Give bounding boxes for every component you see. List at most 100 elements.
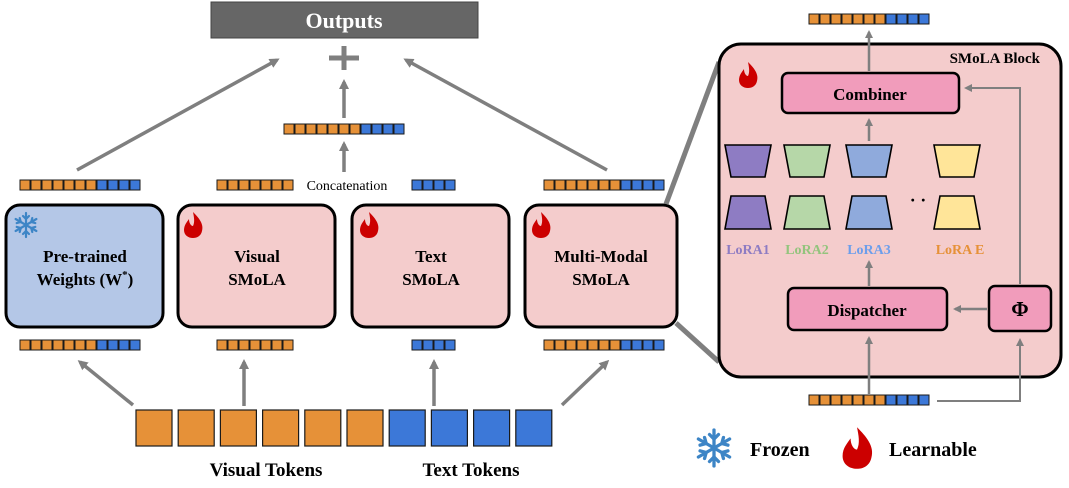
visual-token-cell xyxy=(863,13,875,25)
text-token-cell xyxy=(107,179,119,191)
lora-expert: LoRA2 xyxy=(783,144,831,258)
visual-token-cell xyxy=(19,179,31,191)
visual-token-cell xyxy=(841,394,853,406)
text-token-cell xyxy=(642,179,654,191)
visual-token-cell xyxy=(863,394,875,406)
arrow-tokens-to-multimodal xyxy=(560,359,610,407)
text-tokens-label: Text Tokens xyxy=(423,460,520,481)
arrow-tokens-to-pretrained xyxy=(77,360,135,407)
visual-token-cell xyxy=(216,339,228,351)
visual-token-cell xyxy=(852,13,864,25)
visual-token-cell xyxy=(349,123,361,135)
arrow-pretrained-to-outputs xyxy=(76,58,280,172)
lora-label: LoRA1 xyxy=(726,243,770,258)
smola-block-title: SMoLA Block xyxy=(950,51,1041,67)
visual-token-cell xyxy=(565,339,577,351)
lora-down-projection xyxy=(933,195,981,230)
lora-up-projection xyxy=(845,144,893,178)
visual-token-cell xyxy=(63,179,75,191)
visual-token-cell xyxy=(316,123,328,135)
visual-token-cell xyxy=(19,339,31,351)
token-strip xyxy=(543,339,665,351)
text-token-cell xyxy=(129,179,141,191)
visual-token-cell xyxy=(554,179,566,191)
phi-label: Φ xyxy=(1011,297,1028,321)
outputs-label: Outputs xyxy=(305,8,382,33)
pretrained-weights-module: Pre-trained Weights (W*) xyxy=(4,203,165,329)
visual-token-cell xyxy=(30,179,42,191)
token-strip xyxy=(216,339,294,351)
text-token-cell xyxy=(620,179,632,191)
visual-token-cell xyxy=(282,339,294,351)
lora-down-projection xyxy=(783,195,831,230)
visual-token-cell xyxy=(852,394,864,406)
text-token-cell xyxy=(885,394,897,406)
multimodal-smola-module: Multi-Modal SMoLA xyxy=(523,203,679,329)
visual-smola-line1: Visual xyxy=(234,247,280,266)
text-token-cell xyxy=(631,339,643,351)
lora-up-projection xyxy=(724,144,772,178)
visual-token-cell xyxy=(841,13,853,25)
flame-icon xyxy=(842,427,873,469)
visual-token-cell xyxy=(85,179,97,191)
text-token-cell xyxy=(907,394,919,406)
outputs-box xyxy=(210,1,479,39)
sum-plus-icon xyxy=(329,46,359,70)
text-token-cell xyxy=(918,13,930,25)
visual-tokens-label: Visual Tokens xyxy=(210,460,323,481)
concatenation-label: Concatenation xyxy=(307,179,388,194)
visual-token-cell xyxy=(283,123,295,135)
visual-token-cell xyxy=(271,339,283,351)
lora-up-projection xyxy=(783,144,831,178)
zoom-line-bottom xyxy=(674,321,721,364)
lora-label: LoRA2 xyxy=(785,243,829,258)
lora-up-projection xyxy=(933,144,981,178)
legend: Frozen Learnable xyxy=(696,427,977,469)
visual-token-cell xyxy=(74,179,86,191)
text-token xyxy=(388,409,426,447)
visual-token-cell xyxy=(260,179,272,191)
text-token-cell xyxy=(422,339,434,351)
multimodal-smola-line2: SMoLA xyxy=(572,270,630,289)
visual-token-cell xyxy=(238,179,250,191)
text-token-cell xyxy=(444,339,456,351)
visual-token-cell xyxy=(565,179,577,191)
visual-token-cell xyxy=(338,123,350,135)
visual-token-cell xyxy=(587,179,599,191)
visual-token xyxy=(304,409,342,447)
visual-token-cell xyxy=(830,394,842,406)
token-strip xyxy=(411,179,456,191)
token-strip xyxy=(808,13,930,25)
visual-token xyxy=(262,409,300,447)
legend-learnable-label: Learnable xyxy=(889,439,977,461)
snowflake-icon xyxy=(696,428,732,468)
visual-token xyxy=(135,409,173,447)
visual-token-cell xyxy=(271,179,283,191)
visual-token-cell xyxy=(74,339,86,351)
visual-token-cell xyxy=(808,394,820,406)
pretrained-label-line2: Weights (W*) xyxy=(37,269,134,289)
text-smola-line1: Text xyxy=(415,247,447,266)
visual-token-cell xyxy=(808,13,820,25)
dispatcher-label: Dispatcher xyxy=(827,301,907,320)
visual-token-cell xyxy=(30,339,42,351)
text-token xyxy=(430,409,468,447)
visual-token-cell xyxy=(819,13,831,25)
visual-token-cell xyxy=(249,179,261,191)
visual-token-cell xyxy=(554,339,566,351)
text-token-cell xyxy=(631,179,643,191)
visual-token-cell xyxy=(227,179,239,191)
combiner-box xyxy=(780,71,961,115)
text-token-cell xyxy=(918,394,930,406)
input-tokens-row xyxy=(135,409,553,447)
visual-token-cell xyxy=(819,394,831,406)
visual-token-cell xyxy=(609,179,621,191)
visual-token-cell xyxy=(249,339,261,351)
visual-token-cell xyxy=(830,13,842,25)
visual-smola-line2: SMoLA xyxy=(228,270,286,289)
arrow-multimodal-to-outputs xyxy=(403,58,608,172)
text-token-cell xyxy=(393,123,405,135)
